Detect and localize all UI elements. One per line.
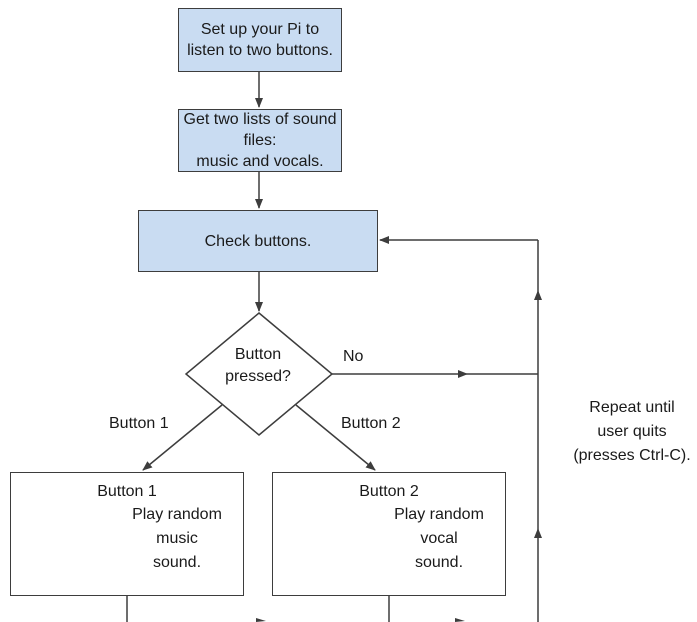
loop-note: Repeat until user quits (presses Ctrl-C)…: [567, 396, 697, 468]
outcome-button1-line2: music: [156, 530, 198, 547]
branch-label-button1: Button 1: [109, 415, 169, 432]
outcome-button2-title: Button 2: [359, 483, 419, 500]
connector-button2-branch: [295, 404, 376, 471]
decision-label: Button pressed?: [203, 344, 313, 388]
arrowhead-no-branch: [458, 370, 468, 378]
outcome-button1-line3: sound.: [152, 554, 202, 571]
connector-button1-branch: [142, 404, 223, 471]
step-setup-pi-line1: Set up your Pi to: [200, 21, 320, 38]
arrowhead-bottom-1: [256, 618, 266, 622]
arrowhead-loop-lower: [534, 528, 542, 538]
outcome-button1-box: Button 1 Play random music sound.: [10, 472, 244, 596]
step-get-sound-lists: Get two lists of sound files: music and …: [178, 109, 342, 172]
step-get-sound-lists-line2: music and vocals.: [196, 153, 324, 170]
decision-label-line2: pressed?: [225, 368, 291, 385]
decision-label-line1: Button: [234, 346, 282, 363]
loop-note-line2: user quits: [597, 423, 667, 440]
step-setup-pi: Set up your Pi to listen to two buttons.: [178, 8, 342, 72]
loop-note-line3: (presses Ctrl-C).: [573, 447, 691, 464]
outcome-button2-line1: Play random: [394, 506, 484, 523]
branch-label-no: No: [343, 348, 364, 365]
branch-label-button2: Button 2: [341, 415, 401, 432]
decision-diamond: [184, 312, 334, 436]
outcome-button2-line2: vocal: [420, 530, 458, 547]
outcome-button1-title: Button 1: [97, 483, 157, 500]
arrowhead-bottom-2: [455, 618, 465, 622]
outcome-button1-line1: Play random: [132, 506, 222, 523]
loop-note-line1: Repeat until: [589, 399, 675, 416]
arrowhead-loop-upper: [534, 290, 542, 300]
outcome-button2-text: Play random vocal sound.: [377, 503, 501, 575]
step-setup-pi-line2: listen to two buttons.: [187, 42, 333, 59]
outcome-button2-line3: sound.: [414, 554, 464, 571]
outcome-button2-box: Button 2 Play random vocal sound.: [272, 472, 506, 596]
outcome-button1-text: Play random music sound.: [115, 503, 239, 575]
step-check-buttons: Check buttons.: [138, 210, 378, 272]
step-check-buttons-label: Check buttons.: [204, 232, 312, 250]
step-get-sound-lists-line1: Get two lists of sound files:: [183, 111, 337, 149]
